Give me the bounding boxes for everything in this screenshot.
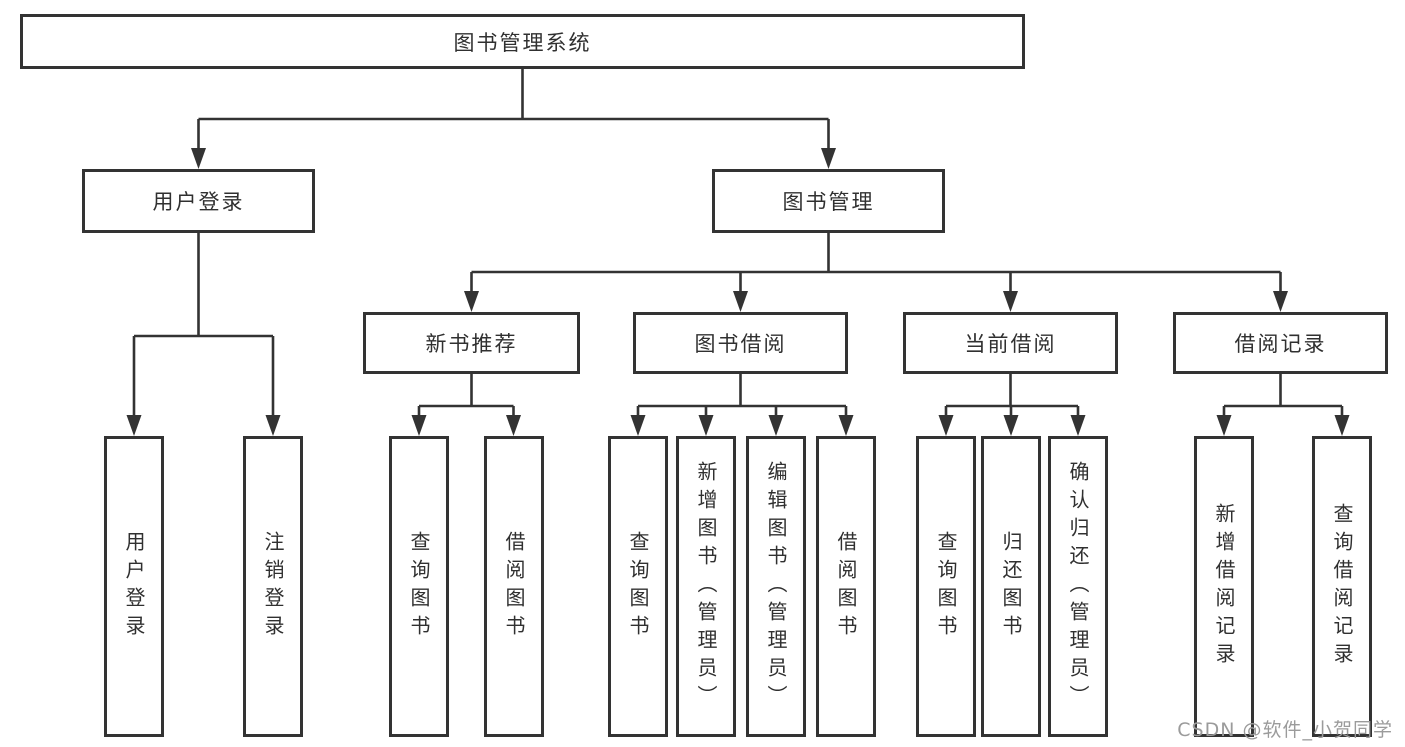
node-borrow-records: 借阅记录 xyxy=(1173,312,1388,374)
leaf-cb-return-books-label: 归还图书 xyxy=(999,530,1023,643)
leaf-cb-confirm-return-admin: 确认归还（管理员） xyxy=(1048,436,1108,737)
watermark: CSDN @软件_小贺同学 xyxy=(1177,719,1393,741)
node-user-login-label: 用户登录 xyxy=(152,190,245,214)
leaf-bb-edit-books-admin-label: 编辑图书（管理员） xyxy=(764,460,788,713)
node-book-management-label: 图书管理 xyxy=(782,190,875,214)
leaf-cb-return-books: 归还图书 xyxy=(981,436,1041,737)
leaf-nb-query-books-label: 查询图书 xyxy=(407,530,431,643)
node-new-book-recommend-label: 新书推荐 xyxy=(425,332,518,356)
leaf-bb-borrow-books: 借阅图书 xyxy=(816,436,876,737)
node-root-label: 图书管理系统 xyxy=(453,30,592,55)
node-current-borrow-label: 当前借阅 xyxy=(964,332,1057,356)
leaf-bb-add-books-admin: 新增图书（管理员） xyxy=(676,436,736,737)
leaf-user-login: 用户登录 xyxy=(104,436,164,737)
node-new-book-recommend: 新书推荐 xyxy=(363,312,580,374)
node-book-borrow-label: 图书借阅 xyxy=(694,332,787,356)
leaf-bb-query-books: 查询图书 xyxy=(608,436,668,737)
leaf-nb-query-books: 查询图书 xyxy=(389,436,449,737)
leaf-bb-edit-books-admin: 编辑图书（管理员） xyxy=(746,436,806,737)
node-book-management: 图书管理 xyxy=(712,169,945,233)
leaf-nb-borrow-books-label: 借阅图书 xyxy=(502,530,526,643)
leaf-bb-query-books-label: 查询图书 xyxy=(626,530,650,643)
leaf-user-login-label: 用户登录 xyxy=(122,530,146,643)
leaf-cb-confirm-return-admin-label: 确认归还（管理员） xyxy=(1066,460,1090,713)
leaf-br-add-record-label: 新增借阅记录 xyxy=(1212,502,1236,671)
leaf-bb-add-books-admin-label: 新增图书（管理员） xyxy=(694,460,718,713)
leaf-br-query-record: 查询借阅记录 xyxy=(1312,436,1372,737)
node-borrow-records-label: 借阅记录 xyxy=(1234,332,1327,356)
leaf-br-add-record: 新增借阅记录 xyxy=(1194,436,1254,737)
node-book-borrow: 图书借阅 xyxy=(633,312,848,374)
leaf-cb-query-books-label: 查询图书 xyxy=(934,530,958,643)
leaf-bb-borrow-books-label: 借阅图书 xyxy=(834,530,858,643)
leaf-br-query-record-label: 查询借阅记录 xyxy=(1330,502,1354,671)
leaf-cb-query-books: 查询图书 xyxy=(916,436,976,737)
node-root: 图书管理系统 xyxy=(20,14,1025,69)
leaf-nb-borrow-books: 借阅图书 xyxy=(484,436,544,737)
node-user-login: 用户登录 xyxy=(82,169,315,233)
node-current-borrow: 当前借阅 xyxy=(903,312,1118,374)
leaf-logout-login: 注销登录 xyxy=(243,436,303,737)
leaf-logout-login-label: 注销登录 xyxy=(261,530,285,643)
